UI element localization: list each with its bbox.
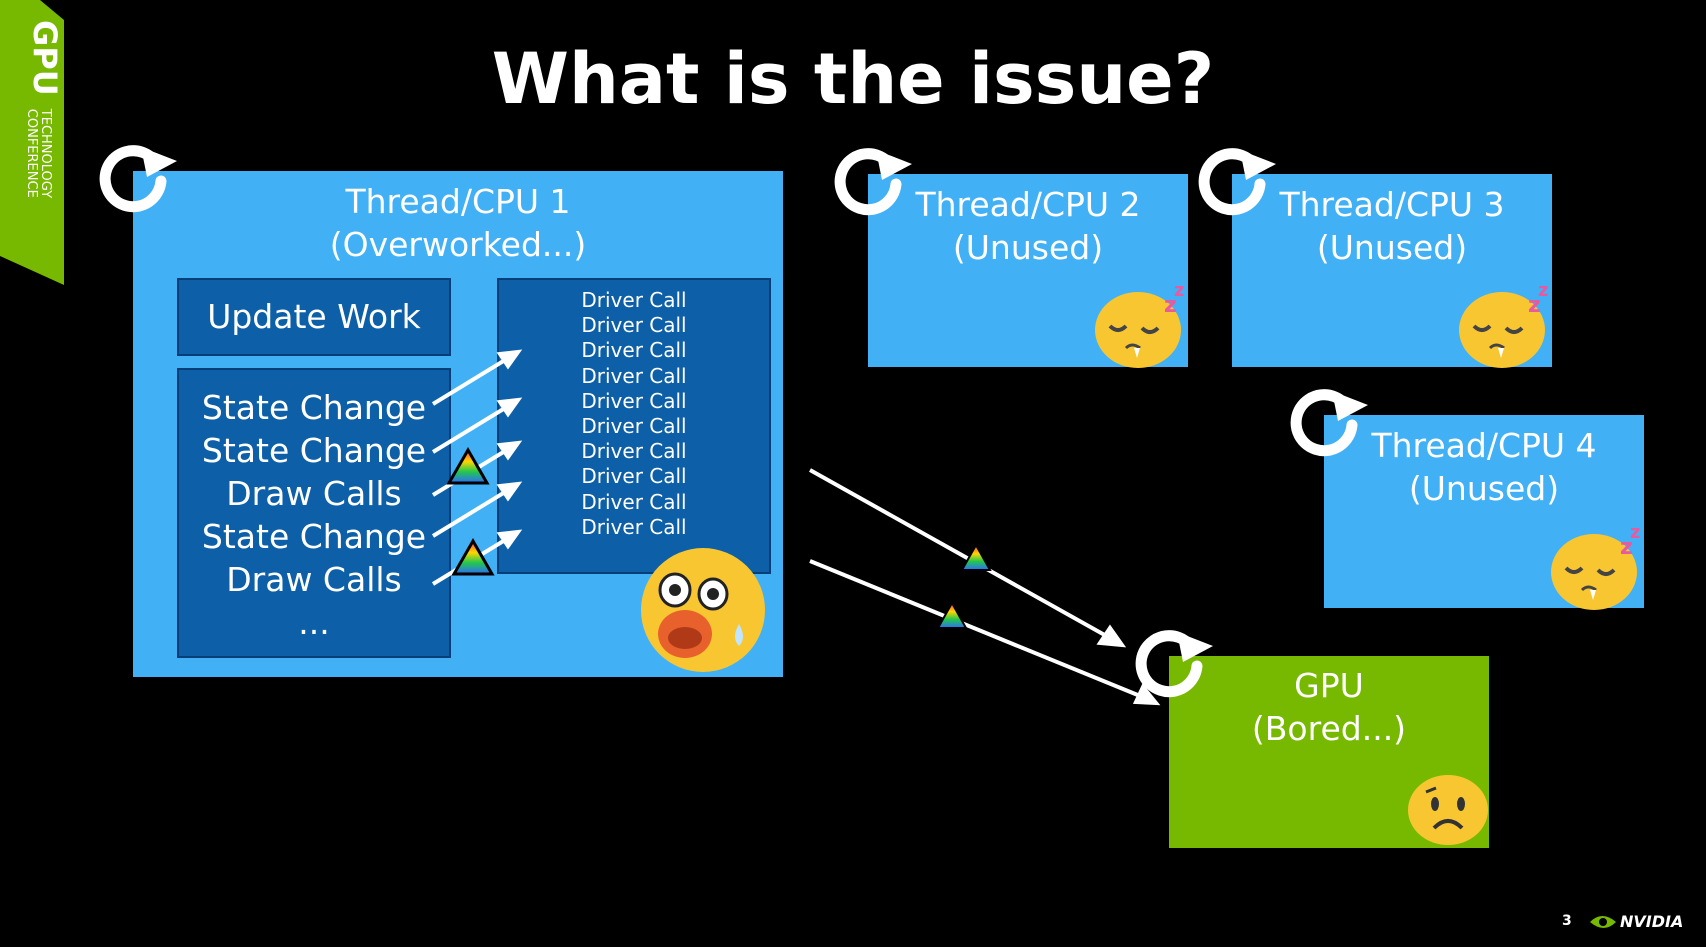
rainbow-triangle-icon xyxy=(960,542,992,571)
svg-text:z: z xyxy=(1538,280,1548,301)
cpu4-subtitle: (Unused) xyxy=(1408,469,1560,508)
update-work-label: Update Work xyxy=(207,297,421,336)
command-list-box: State Change State Change Draw Calls Sta… xyxy=(177,368,451,658)
cpu4-title: Thread/CPU 4 xyxy=(1371,426,1597,465)
driver-call-item: Driver Call xyxy=(581,313,687,338)
nvidia-logo-text: NVIDIA xyxy=(1620,912,1684,931)
command-list: State Change State Change Draw Calls Sta… xyxy=(179,386,449,644)
white-arrow-icon xyxy=(431,397,523,454)
white-arrow-icon xyxy=(809,559,1161,706)
cpu1-subtitle: (Overworked...) xyxy=(329,225,587,264)
banner-shape xyxy=(0,0,64,285)
driver-call-item: Driver Call xyxy=(581,489,687,514)
sleepy-face-icon: z z xyxy=(1095,280,1184,368)
loop-arrow-icon xyxy=(99,145,177,213)
fearful-face-icon xyxy=(641,548,765,672)
cpu3-subtitle: (Unused) xyxy=(1316,228,1468,267)
gpu-title: GPU xyxy=(1294,666,1364,705)
cpu2-title: Thread/CPU 2 xyxy=(915,185,1141,224)
slide-title: What is the issue? xyxy=(491,38,1215,120)
rainbow-triangle-icon xyxy=(936,600,968,629)
white-arrow-icon xyxy=(809,468,1127,648)
white-arrow-icon xyxy=(431,349,523,406)
svg-text:z: z xyxy=(1528,293,1541,318)
driver-call-item: Driver Call xyxy=(581,288,687,312)
cpu1-title: Thread/CPU 1 xyxy=(345,182,571,221)
nvidia-logo-icon xyxy=(1590,916,1616,928)
cpu3-box: Thread/CPU 3 (Unused) xyxy=(1232,174,1552,367)
cpu1-box: Thread/CPU 1 (Overworked...) Update Work… xyxy=(133,171,783,677)
command-item: State Change xyxy=(201,517,427,556)
loop-arrow-icon xyxy=(1290,389,1368,457)
command-item: Draw Calls xyxy=(226,560,402,599)
svg-text:z: z xyxy=(1174,280,1184,301)
command-item: State Change xyxy=(201,431,427,470)
driver-call-list: Driver Call Driver Call Driver Call Driv… xyxy=(499,288,769,540)
driver-call-box: Driver Call Driver Call Driver Call Driv… xyxy=(497,278,771,574)
rainbow-triangle-icon xyxy=(451,537,495,576)
sleepy-face-icon: z z xyxy=(1551,522,1640,610)
svg-text:z: z xyxy=(1630,522,1640,543)
svg-text:z: z xyxy=(1164,293,1177,318)
driver-call-item: Driver Call xyxy=(581,363,687,388)
gpu-subtitle: (Bored...) xyxy=(1251,709,1407,748)
driver-call-item: Driver Call xyxy=(581,414,687,439)
page-number: 3 xyxy=(1562,913,1572,929)
rainbow-triangle-icon xyxy=(446,446,490,485)
sad-face-icon xyxy=(1408,775,1488,845)
cpu3-title: Thread/CPU 3 xyxy=(1279,185,1505,224)
command-item: State Change xyxy=(201,388,427,427)
driver-call-item: Driver Call xyxy=(581,514,687,539)
driver-call-item: Driver Call xyxy=(581,388,687,413)
cpu2-subtitle: (Unused) xyxy=(952,228,1104,267)
command-item: ... xyxy=(298,603,330,642)
white-arrow-icon xyxy=(431,481,523,538)
command-item: Draw Calls xyxy=(226,474,402,513)
loop-arrow-icon xyxy=(1198,148,1276,216)
loop-arrow-icon xyxy=(834,148,912,216)
driver-call-item: Driver Call xyxy=(581,439,687,464)
svg-text:z: z xyxy=(1620,535,1633,560)
driver-call-item: Driver Call xyxy=(581,338,687,363)
driver-call-item: Driver Call xyxy=(581,464,687,489)
sleepy-face-icon: z z xyxy=(1459,280,1548,368)
update-work-box: Update Work xyxy=(177,278,451,356)
loop-arrow-icon xyxy=(1135,630,1213,698)
gtc-banner: GPU TECHNOLOGY CONFERENCE xyxy=(0,0,64,285)
